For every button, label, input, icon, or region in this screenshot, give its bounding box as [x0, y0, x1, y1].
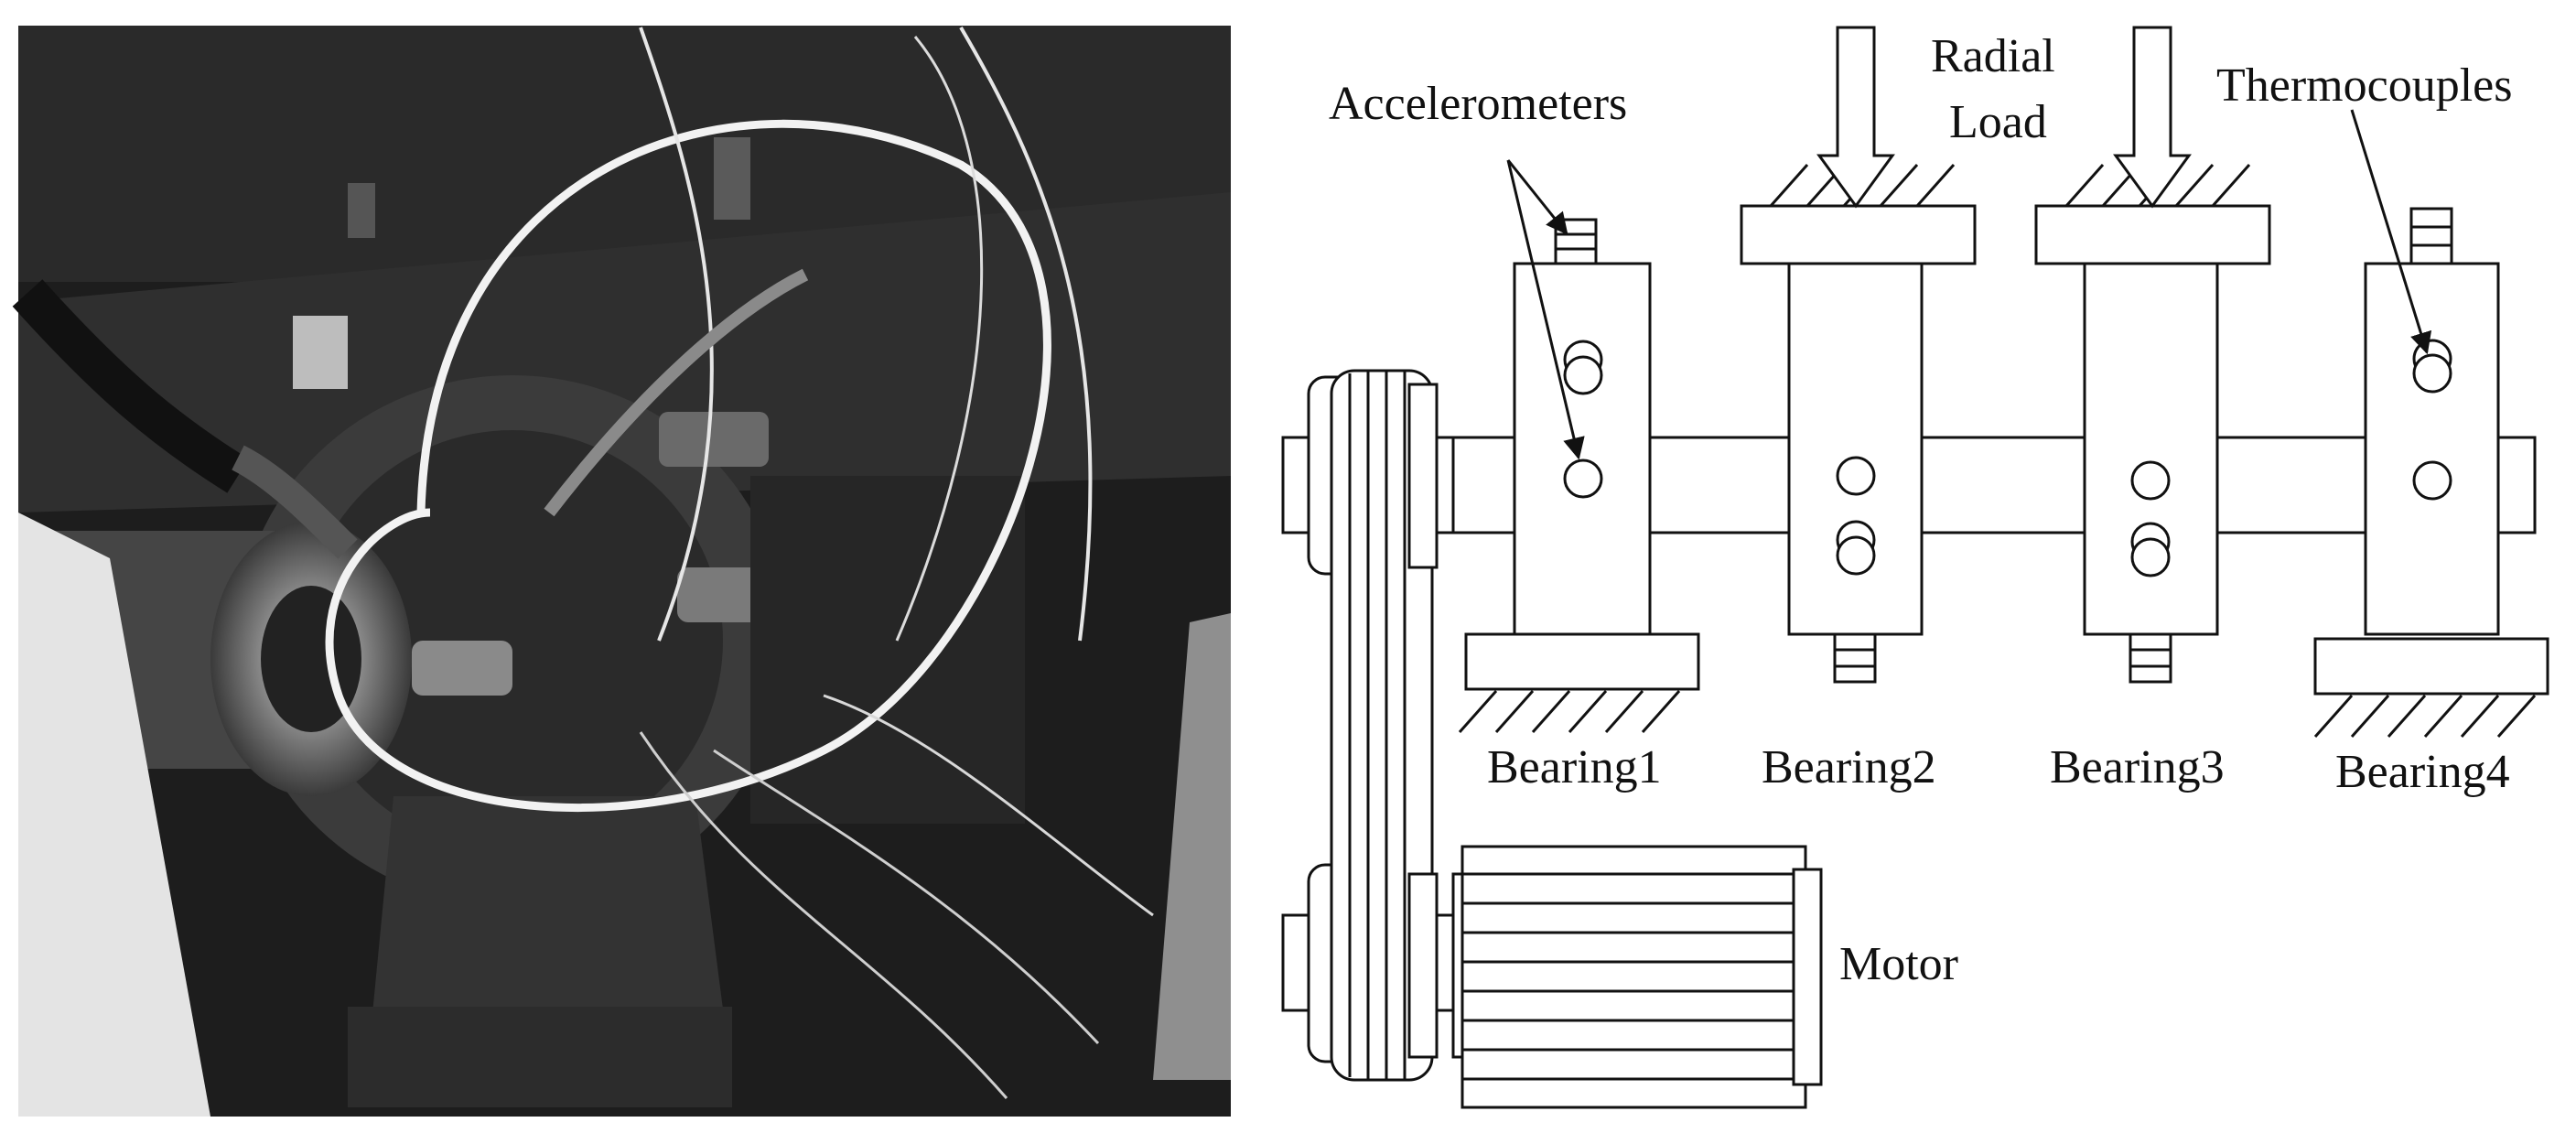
label-radial: Radial [1931, 30, 2055, 82]
label-bearing2: Bearing2 [1762, 741, 1936, 793]
ground-hatch-1 [1458, 690, 1681, 733]
label-accelerometers: Accelerometers [1329, 78, 1627, 130]
label-load: Load [1949, 96, 2047, 148]
thermocouple-arrow [2350, 109, 2432, 355]
pulley-belt [1281, 369, 1455, 1082]
ground-hatch-4 [2313, 695, 2537, 738]
test-rig-schematic: Accelerometers Radial Load Thermocouples… [1281, 26, 2549, 1109]
label-motor: Motor [1839, 938, 1958, 990]
accelerometer-arrows [1506, 159, 1585, 460]
bearing-3 [2034, 26, 2271, 684]
motor [1451, 845, 1823, 1109]
label-bearing4: Bearing4 [2335, 746, 2510, 798]
label-thermocouples: Thermocouples [2216, 59, 2512, 112]
bearing-4 [2313, 207, 2549, 738]
label-bearing1: Bearing1 [1487, 741, 1662, 793]
test-rig-photo [12, 26, 1231, 1117]
bearing-2 [1740, 26, 1977, 684]
label-bearing3: Bearing3 [2050, 741, 2225, 793]
